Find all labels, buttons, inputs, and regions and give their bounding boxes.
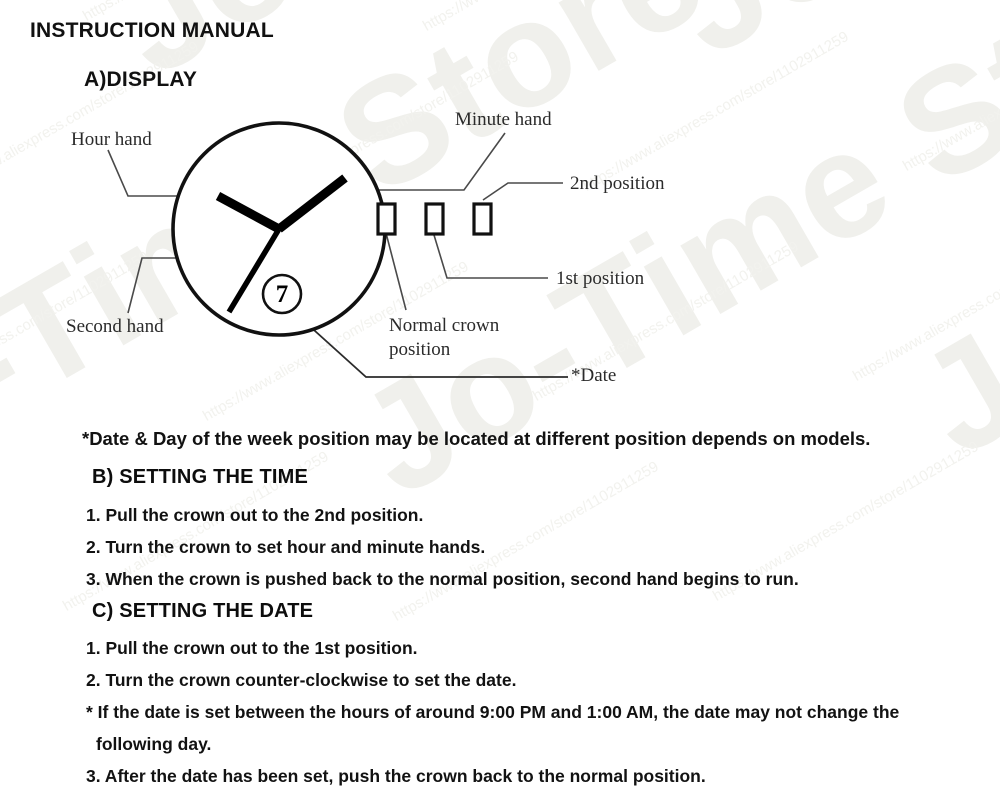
leader-line-normal-crown-position (385, 232, 407, 311)
crown-rect-2nd (472, 202, 493, 236)
label-normal-crown-position-line1: Normal crown (389, 315, 500, 336)
page-title: INSTRUCTION MANUAL (30, 19, 274, 42)
section-b-heading: B) SETTING THE TIME (92, 466, 309, 488)
date-window (261, 273, 303, 315)
label-minute-hand: Minute hand (455, 109, 552, 130)
date-window-value: 7 (276, 281, 289, 308)
crown-rect-normal (376, 202, 397, 236)
footnote-date-day-position: *Date & Day of the week position may be … (82, 428, 871, 449)
section-c-note: * If the date is set between the hours o… (86, 702, 900, 722)
label-2nd-position: 2nd position (570, 173, 665, 194)
leader-line-1st-position (433, 234, 548, 279)
section-b-step-2: 2. Turn the crown to set hour and minute… (86, 537, 486, 557)
second-hand (226, 227, 282, 314)
label-1st-position: 1st position (556, 268, 645, 289)
label-normal-crown-position-line2: position (389, 339, 451, 360)
section-c-step-3: 3. After the date has been set, push the… (86, 766, 706, 786)
minute-hand (276, 174, 348, 233)
watch-diagram: 7 (107, 121, 568, 378)
section-c-step-1: 1. Pull the crown out to the 1st positio… (86, 638, 418, 658)
label-second-hand: Second hand (66, 316, 164, 337)
section-c-step-2: 2. Turn the crown counter-clockwise to s… (86, 670, 517, 690)
section-b-step-3: 3. When the crown is pushed back to the … (86, 569, 799, 589)
section-b-step-1: 1. Pull the crown out to the 2nd positio… (86, 505, 424, 525)
hour-hand (215, 192, 282, 233)
section-a-heading: A)DISPLAY (84, 68, 198, 91)
label-date: *Date (571, 365, 617, 386)
section-c-note-continued: following day. (96, 734, 212, 754)
crown-rect-1st (424, 202, 445, 236)
leader-line-2nd-position (482, 182, 563, 201)
label-hour-hand: Hour hand (71, 129, 152, 150)
section-c-heading: C) SETTING THE DATE (92, 600, 314, 622)
